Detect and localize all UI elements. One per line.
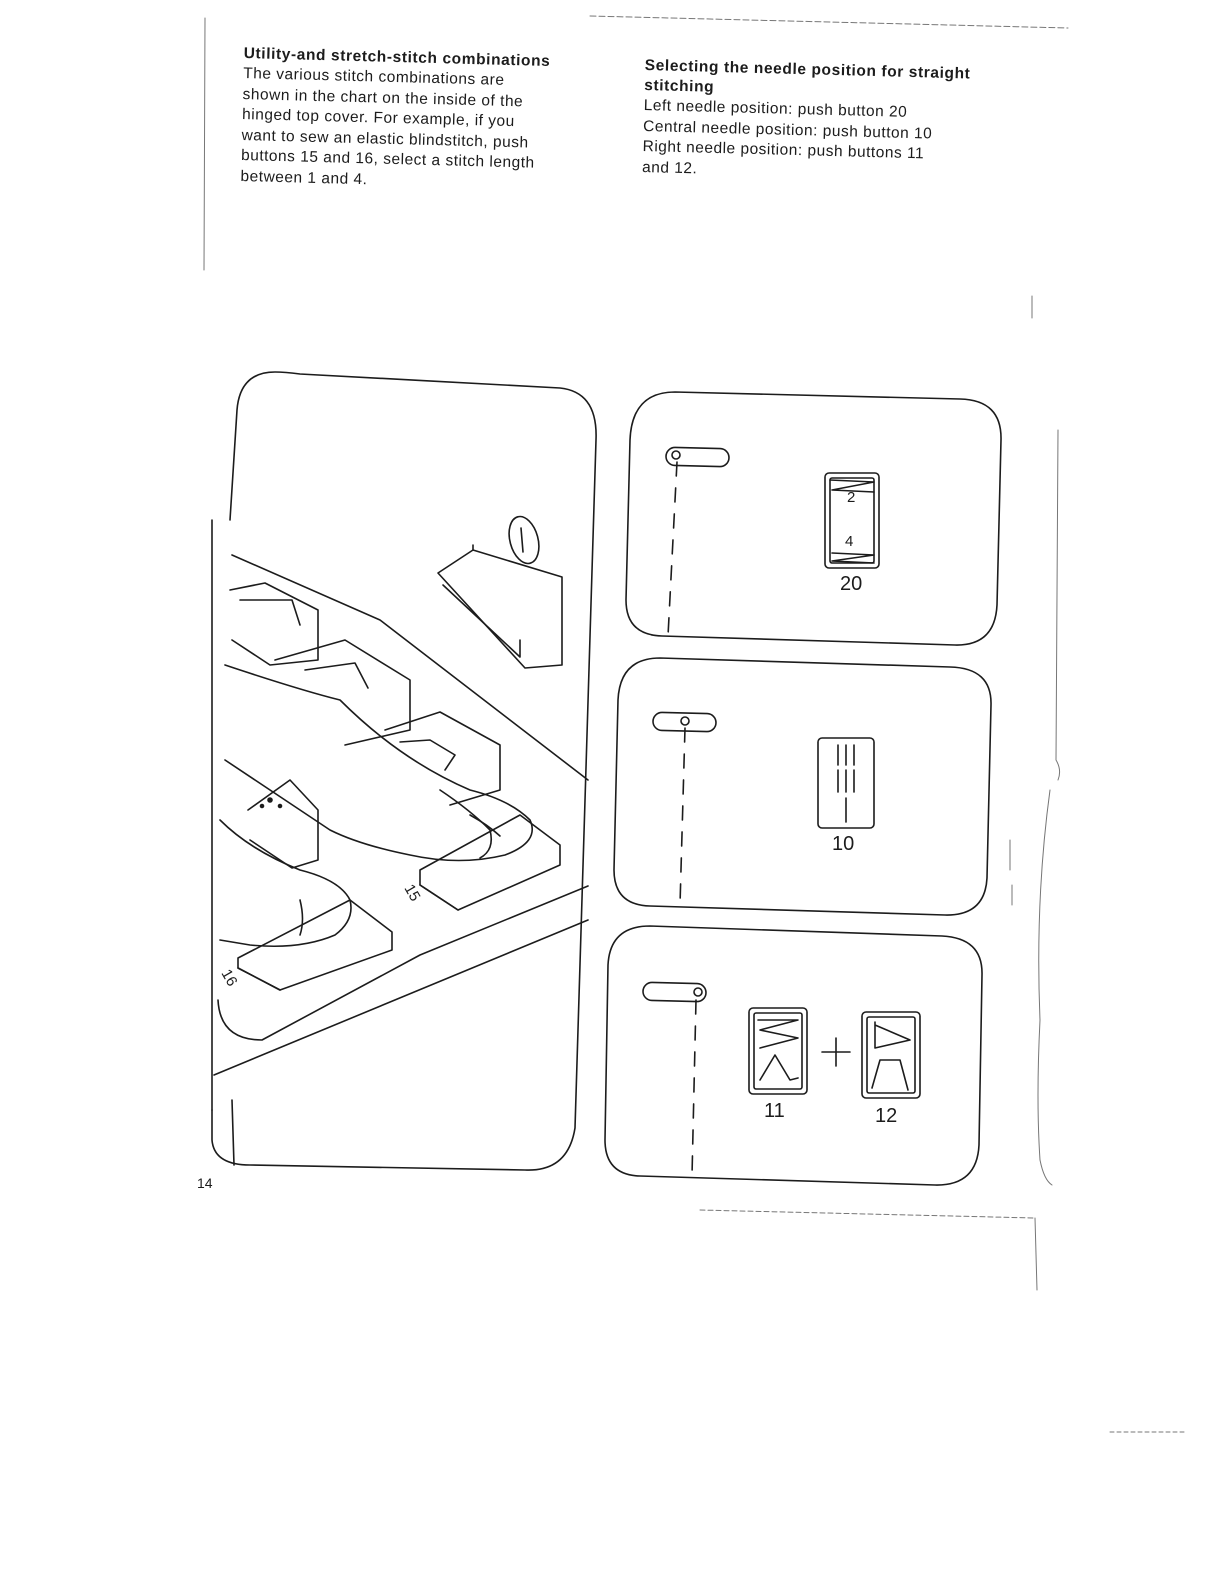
- needle-point-icon: [680, 716, 690, 726]
- key-label-16: 16: [217, 966, 240, 989]
- stitch-button-10: [817, 737, 875, 829]
- stitch-line: [667, 461, 678, 637]
- needle-point-icon: [693, 987, 703, 997]
- stitch-digit-2: 2: [847, 489, 855, 506]
- stitch-line: [679, 727, 686, 906]
- needle-slot-icon: [642, 981, 707, 1003]
- needle-center-panel: [613, 657, 992, 916]
- button-label-12: 12: [875, 1105, 897, 1127]
- left-figure-frame: [211, 371, 597, 1171]
- stitch-digit-4: 4: [845, 533, 853, 550]
- keypad-illustration: [211, 371, 597, 1171]
- panel-frame: [625, 391, 1002, 646]
- scan-artifacts: [203, 15, 1186, 1433]
- page-number: 14: [197, 1175, 213, 1191]
- needle-left-panel: [625, 391, 1002, 646]
- stitch-button-12: [861, 1011, 921, 1099]
- stitch-button-20: [824, 472, 880, 569]
- button-label-20: 20: [840, 573, 862, 595]
- button-label-11: 11: [764, 1100, 785, 1122]
- needle-right-panel: [604, 925, 983, 1186]
- needle-slot-icon: [665, 446, 730, 468]
- stitch-line: [691, 999, 697, 1177]
- panel-frame: [604, 925, 983, 1186]
- key-label-15: 15: [400, 881, 423, 904]
- stitch-button-11: [748, 1007, 808, 1095]
- needle-point-icon: [671, 450, 681, 460]
- panel-frame: [613, 657, 992, 916]
- button-label-10: 10: [832, 833, 854, 855]
- plus-sign: [821, 1037, 851, 1067]
